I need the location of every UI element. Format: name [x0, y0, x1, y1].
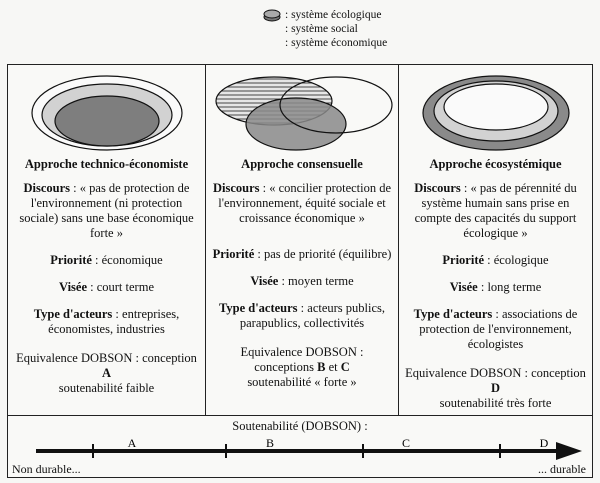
panel-consensuelle: Approche consensuelle Discours : « conci… [205, 64, 399, 416]
discours: Discours : « pas de protection de l'envi… [12, 181, 201, 241]
acteurs-text: : acteurs publics, parapublics, collecti… [239, 301, 386, 330]
discours-label: Discours [23, 181, 71, 195]
dobson-letter: D [490, 381, 501, 395]
visee-label: Visée [449, 280, 478, 294]
dobson-line: Equivalence DOBSON : conception [16, 351, 197, 365]
scale-title: Soutenabilité (DOBSON) : [232, 419, 368, 433]
legend-label-economic: : système économique [285, 37, 388, 49]
legend-spacer [262, 22, 282, 36]
legend-item-economic: : système économique [262, 36, 442, 50]
nested-ellipses-economic-icon [31, 75, 183, 151]
priorite-text: : écologique [484, 253, 549, 267]
priorite-label: Priorité [50, 253, 92, 267]
visee: Visée : long terme [403, 280, 588, 295]
scale-mark-d: D [540, 436, 549, 450]
discours-text: : « pas de pérennité du système humain s… [414, 181, 577, 240]
scale-right-label: ... durable [538, 462, 586, 476]
legend-label-social: : système social [285, 23, 358, 35]
dobson-letter: A [101, 366, 112, 380]
dobson-sustainability: soutenabilité « forte » [247, 375, 357, 389]
scale-mark-c: C [402, 436, 410, 450]
approach-title: Approche écosystémique [429, 157, 562, 171]
dobson-letter: B [317, 360, 326, 374]
acteurs: Type d'acteurs : entreprises, économiste… [12, 307, 201, 337]
ecological-system-swatch-icon [263, 9, 281, 22]
discours: Discours : « concilier protection de l'e… [210, 181, 394, 226]
dobson-letter: C [340, 360, 350, 374]
dobson-sustainability: soutenabilité faible [58, 381, 155, 395]
dobson-sustainability: soutenabilité très forte [439, 396, 552, 410]
legend-item-social: : système social [262, 22, 442, 36]
sustainability-scale: Soutenabilité (DOBSON) : A B C D Non dur… [7, 415, 593, 478]
nested-ellipses-ecological-icon [422, 75, 570, 151]
panel-content: Approche technico-économiste Discours : … [12, 157, 201, 396]
discours-text: : « pas de protection de l'environnement… [19, 181, 194, 240]
legend: : système écologique : système social : … [262, 8, 442, 50]
dobson-line: Equivalence DOBSON : [240, 345, 364, 359]
scale-mark-a: A [128, 436, 137, 450]
overlapping-circles-venn-icon [215, 76, 393, 151]
discours-label: Discours [212, 181, 260, 195]
acteurs-text: : associations de protection de l'enviro… [419, 307, 578, 351]
approach-title: Approche technico-économiste [24, 157, 189, 171]
legend-label-ecological: : système écologique [285, 9, 382, 21]
visee-text: : long terme [477, 280, 542, 294]
panel-technico-economiste: Approche technico-économiste Discours : … [7, 64, 206, 416]
approach-title: Approche consensuelle [241, 157, 363, 171]
visee: Visée : court terme [12, 280, 201, 295]
dobson-line: Equivalence DOBSON : conception [405, 366, 586, 380]
acteurs-label: Type d'acteurs [33, 307, 113, 321]
dobson-joiner: et [325, 360, 341, 374]
scale-axis: A B C D [36, 436, 582, 460]
discours-label: Discours [414, 181, 461, 195]
dobson-equivalence: Equivalence DOBSON : conception A souten… [12, 351, 201, 396]
panel-content: Approche consensuelle Discours : « conci… [210, 157, 394, 390]
priorite: Priorité : écologique [403, 253, 588, 268]
scale-mark-b: B [266, 436, 274, 450]
panel-ecosystemique: Approche écosystémique Discours : « pas … [398, 64, 593, 416]
visee: Visée : moyen terme [210, 274, 394, 289]
dobson-prefix: conceptions [254, 360, 318, 374]
acteurs: Type d'acteurs : acteurs publics, parapu… [210, 301, 394, 331]
priorite-text: : économique [91, 253, 163, 267]
acteurs-label: Type d'acteurs [413, 307, 493, 321]
scale-arrow-head [556, 442, 582, 460]
discours: Discours : « pas de pérennité du système… [403, 181, 588, 241]
acteurs-text: : entreprises, économistes, industries [48, 307, 180, 336]
visee-text: : court terme [87, 280, 154, 294]
visee-text: : moyen terme [278, 274, 354, 288]
priorite-label: Priorité [212, 247, 255, 261]
dobson-equivalence: Equivalence DOBSON : conceptions B et C … [210, 345, 394, 390]
visee-label: Visée [250, 274, 279, 288]
priorite: Priorité : économique [12, 253, 201, 268]
discours-text: : « concilier protection de l'environnem… [218, 181, 392, 225]
legend-spacer [262, 36, 282, 50]
acteurs: Type d'acteurs : associations de protect… [403, 307, 588, 352]
scale-left-label: Non durable... [12, 462, 81, 476]
dobson-equivalence: Equivalence DOBSON : conception D souten… [403, 366, 588, 411]
panel-content: Approche écosystémique Discours : « pas … [403, 157, 588, 411]
priorite: Priorité : pas de priorité (équilibre) [210, 247, 394, 262]
priorite-label: Priorité [442, 253, 485, 267]
visee-label: Visée [59, 280, 87, 294]
priorite-text: : pas de priorité (équilibre) [254, 247, 392, 261]
legend-item-ecological: : système écologique [262, 8, 442, 22]
acteurs-label: Type d'acteurs [218, 301, 298, 315]
